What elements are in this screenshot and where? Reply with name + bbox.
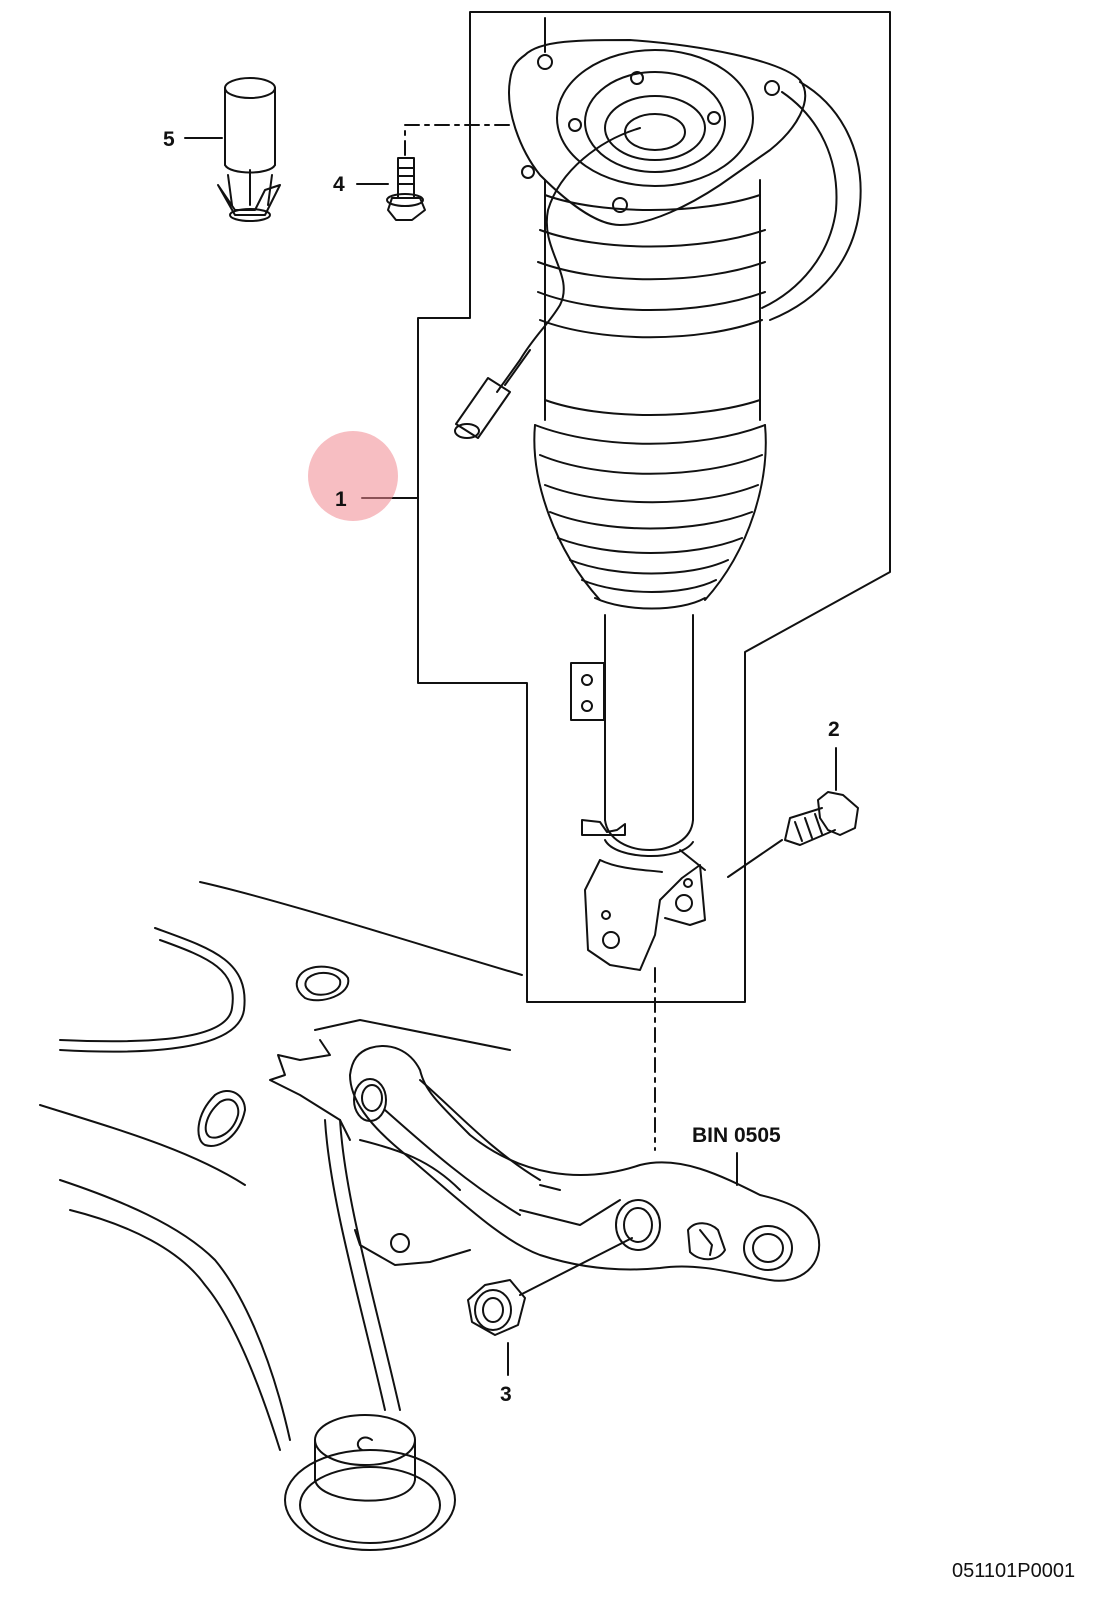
control-arm — [349, 1045, 821, 1282]
callout-part-1[interactable]: 1 — [335, 488, 347, 511]
strut-top-mount — [508, 17, 862, 321]
lower-bushing — [284, 1414, 456, 1551]
clip-5-shape — [217, 77, 281, 222]
damper-tube — [570, 614, 694, 858]
leader-lines — [184, 124, 837, 1376]
clevis-bracket — [584, 849, 706, 971]
bolt-2-shape — [784, 791, 859, 846]
nut-3-shape — [467, 1279, 526, 1336]
air-spring-body — [533, 179, 767, 610]
drawing-number: 051101P0001 — [952, 1560, 1076, 1582]
callout-part-3[interactable]: 3 — [500, 1383, 512, 1406]
callout-1-highlight-marker — [308, 431, 398, 521]
assembly-boundary-frame — [417, 11, 891, 1003]
subframe — [39, 881, 523, 1451]
callout-part-4[interactable]: 4 — [333, 173, 345, 196]
callout-part-5[interactable]: 5 — [163, 128, 175, 151]
callout-group-ref[interactable]: BIN 0505 — [692, 1124, 781, 1147]
bolt-4-shape — [386, 157, 426, 221]
sensor-cable — [454, 127, 641, 439]
callout-part-2[interactable]: 2 — [828, 718, 840, 741]
